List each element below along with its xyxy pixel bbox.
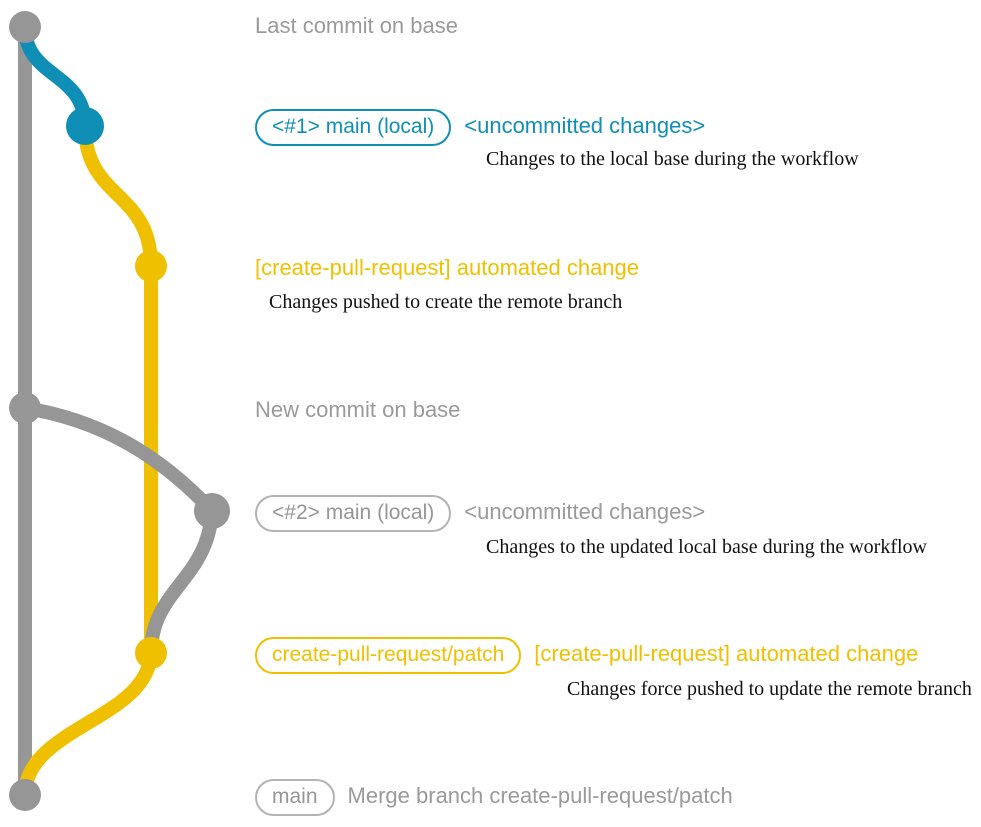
edge-local2-to-patchforce	[144, 504, 219, 660]
commit-row: Last commit on base	[255, 8, 458, 44]
commit-row-head: main Merge branch create-pull-request/pat…	[255, 778, 733, 816]
git-graph	[9, 11, 230, 811]
commit-description: Changes to the local base during the wor…	[486, 148, 859, 170]
branch-label-pill[interactable]: main	[255, 778, 335, 816]
commit-row-head: <#1> main (local) <uncommitted changes>	[255, 108, 706, 146]
edge-local1-to-patch	[78, 119, 158, 273]
commit-description: Changes to the updated local base during…	[486, 536, 927, 558]
commit-node-base-merge[interactable]	[9, 779, 41, 811]
branch-label-pill[interactable]: <#1> main (local)	[255, 108, 452, 146]
commit-row-head: create-pull-request/patch [create-pull-re…	[255, 636, 919, 674]
commit-nodes	[9, 11, 230, 811]
commit-node-patch-force[interactable]	[135, 637, 167, 669]
commit-subject: Merge branch create-pull-request/patch	[347, 782, 733, 808]
edge-basenew-to-local2	[18, 401, 219, 518]
commit-heading: Last commit on base	[255, 13, 458, 38]
commit-subject: [create-pull-request] automated change	[534, 640, 919, 666]
commit-node-base-new[interactable]	[9, 392, 41, 424]
commit-row-head: <#2> main (local) <uncommitted changes>	[255, 494, 706, 532]
commit-row-head: Last commit on base	[255, 15, 458, 37]
commit-description: Changes force pushed to update the remot…	[567, 678, 972, 700]
commit-row: New commit on base	[255, 392, 460, 428]
commit-row: <#1> main (local) <uncommitted changes>	[255, 108, 706, 146]
branch-label-pill[interactable]: <#2> main (local)	[255, 494, 452, 532]
commit-subject: <uncommitted changes>	[464, 112, 706, 138]
commit-node-patch-create[interactable]	[135, 250, 167, 282]
commit-row: main Merge branch create-pull-request/pat…	[255, 778, 733, 816]
commit-description: Changes pushed to create the remote bran…	[269, 291, 623, 313]
commit-row-head: [create-pull-request] automated change	[255, 257, 639, 279]
commit-node-local-2[interactable]	[194, 493, 230, 529]
commit-node-base-last[interactable]	[9, 11, 41, 43]
commit-heading: [create-pull-request] automated change	[255, 255, 640, 280]
commit-node-local-1[interactable]	[66, 107, 104, 145]
commit-row: create-pull-request/patch [create-pull-re…	[255, 636, 919, 674]
commit-heading: New commit on base	[255, 397, 461, 422]
commit-subject: <uncommitted changes>	[464, 498, 706, 524]
commit-row-head: New commit on base	[255, 399, 460, 421]
edge-patchforce-to-merge	[18, 646, 158, 802]
commit-row: [create-pull-request] automated change	[255, 250, 639, 286]
commit-row: <#2> main (local) <uncommitted changes>	[255, 494, 706, 532]
branch-label-pill[interactable]: create-pull-request/patch	[255, 636, 522, 674]
